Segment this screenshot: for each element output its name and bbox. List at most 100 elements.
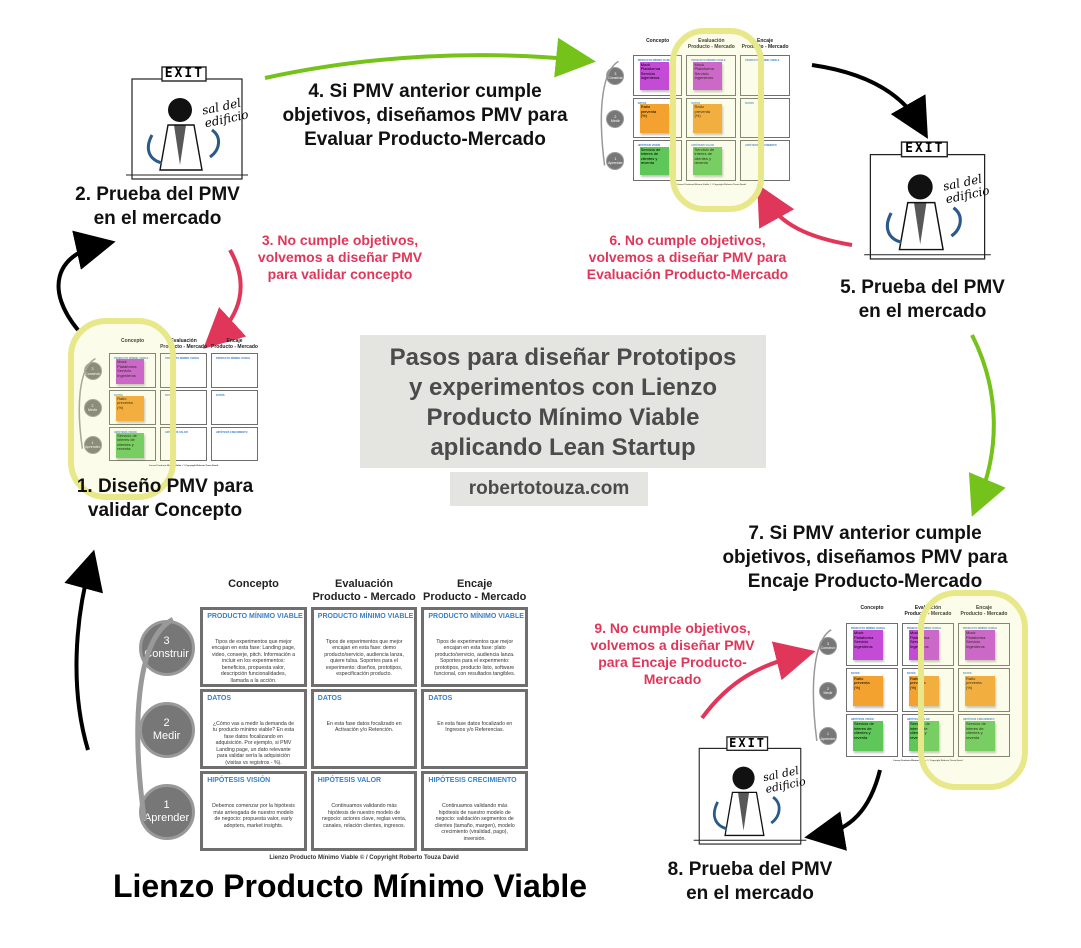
canvas-cell-header: PRODUCTO MÍNIMO VIABLE [963,627,998,630]
arrow-5-to-7 [968,334,1006,517]
step-9-label: 9. No cumple objetivos, volvemos a diseñ… [590,620,755,687]
cycle-circle-label: Construir [608,76,623,81]
step-5-label: 5. Prueba del PMV en el mercado [840,277,1005,322]
canvas-cell-text: Continuamos validando más hipótesis de n… [321,803,407,829]
canvas-cell-header: DATOS [963,672,972,676]
site-link[interactable]: robertotouza.com [450,472,648,506]
canvas-column-header: Concepto [860,605,884,611]
canvas-footer: Lienzo Producto Mínimo Viable © / Copyri… [676,183,746,186]
arrow-2-to-4 [264,37,596,80]
cycle-circle-label: Construir [820,645,836,650]
sticky-note: Servicio de interes de clientes y revent… [965,721,995,752]
highlight-encaje [918,590,1028,790]
exit-sign: EXIT [729,736,767,751]
canvas-cell: HIPÓTESIS VALOR [160,426,208,462]
sticky-note: Servicio de interes de clientes y revent… [853,721,883,752]
canvas-cell-header: PRODUCTO MÍNIMO VIABLE [907,627,942,630]
cycle-circle-number: 2 [827,687,829,691]
cycle-circle-label: Construir [144,648,189,661]
canvas-cell-header: PRODUCTO MÍNIMO VIABLE [207,613,303,620]
canvas-cell-header: DATOS [637,101,647,105]
cycle-circle-number: 1 [91,441,94,446]
canvas-cell-header: HIPÓTESIS VISIÓN [637,144,661,147]
canvas-cell-header: HIPÓTESIS VALOR [165,430,188,434]
canvas-footer: Lienzo Producto Mínimo Viable © / Copyri… [148,464,219,467]
sticky-note: Mock Plataforma Servicio Ingenieros [693,61,723,91]
canvas-cell: HIPÓTESIS CRECIMIENTO [211,426,258,462]
canvas-cell-header: HIPÓTESIS CRECIMIENTO [216,430,248,434]
canvas-cycle-arrows [78,357,96,449]
sticky-note: Ratio preventa (%) [853,675,883,706]
center-title: Pasos para diseñar Prototipos y experime… [389,344,737,461]
canvas-column-header: Encaje Producto - Mercado [211,338,258,350]
canvas-cell-header: HIPÓTESIS VALOR [691,144,715,147]
stick-figure-drawing [126,66,248,180]
cycle-circle-label: Medir [823,691,833,696]
step-6-label: 6. No cumple objetivos, volvemos a diseñ… [586,232,789,282]
arrow-9-back [700,641,816,720]
highlight-evaluacion [670,28,764,212]
canvas-cell-header: PRODUCTO MÍNIMO VIABLE [317,613,414,620]
canvas-cell-header: DATOS [851,672,860,676]
sticky-note: Ratio preventa (%) [965,675,995,706]
cycle-circle-number: 3 [163,635,170,648]
canvas-cell-header: PRODUCTO MÍNIMO VIABLE [165,357,200,360]
cycle-circle-number: 2 [163,717,170,730]
canvas-cell-header: PRODUCTO MÍNIMO VIABLE [637,59,672,62]
canvas-cell-header: HIPÓTESIS VISIÓN [851,717,874,721]
cycle-circle-number: 1 [614,157,617,162]
canvas-cell-header: HIPÓTESIS CRECIMIENTO [963,717,995,721]
canvas-cell: DATOS [160,389,208,425]
cycle-circle-label: Medir [610,118,620,123]
canvas-cell-header: PRODUCTO MÍNIMO VIABLE [851,627,886,630]
stick-figure-drawing [693,736,807,845]
arrow-3-back [203,249,247,349]
cycle-circle-number: 3 [91,367,94,372]
canvas-cycle-arrows [135,617,175,821]
canvas-cell-header: DATOS [165,393,174,397]
canvas-cell-text: Tipos de experimentos que mejor encajan … [434,638,516,678]
sticky-note: Ratio preventa (%) [116,395,144,421]
canvas-cell: DATOS En esta fase datos focalizado en Ac… [310,689,418,770]
arrow-7-to-8 [804,769,882,851]
canvas-cell-header: PRODUCTO MÍNIMO VIABLE [114,357,149,360]
canvas-cell-text: Continuamos validando más hipótesis de n… [434,803,515,842]
canvas-cell-header: PRODUCTO MÍNIMO VIABLE [216,357,251,360]
canvas-cell-header: DATOS [317,695,342,703]
canvas-cell: DATOS [211,389,258,425]
canvas-cell-header: HIPÓTESIS VISIÓN [207,777,271,785]
step-7-label: 7. Si PMV anterior cumple objetivos, dis… [722,523,1008,592]
sticky-note: Servicio de interes de clientes y revent… [693,146,723,176]
sticky-note: Mock Plataforma Servicio Ingenieros [853,630,883,661]
canvas-cell-text: En esta fase datos focalizado en Activac… [326,720,402,734]
sticky-note: Ratio preventa (%) [909,675,939,706]
canvas-cell: DATOS¿Cómo vas a medir la demanda de tu … [200,689,307,770]
step-4-label: 4. Si PMV anterior cumple objetivos, dis… [282,81,568,150]
